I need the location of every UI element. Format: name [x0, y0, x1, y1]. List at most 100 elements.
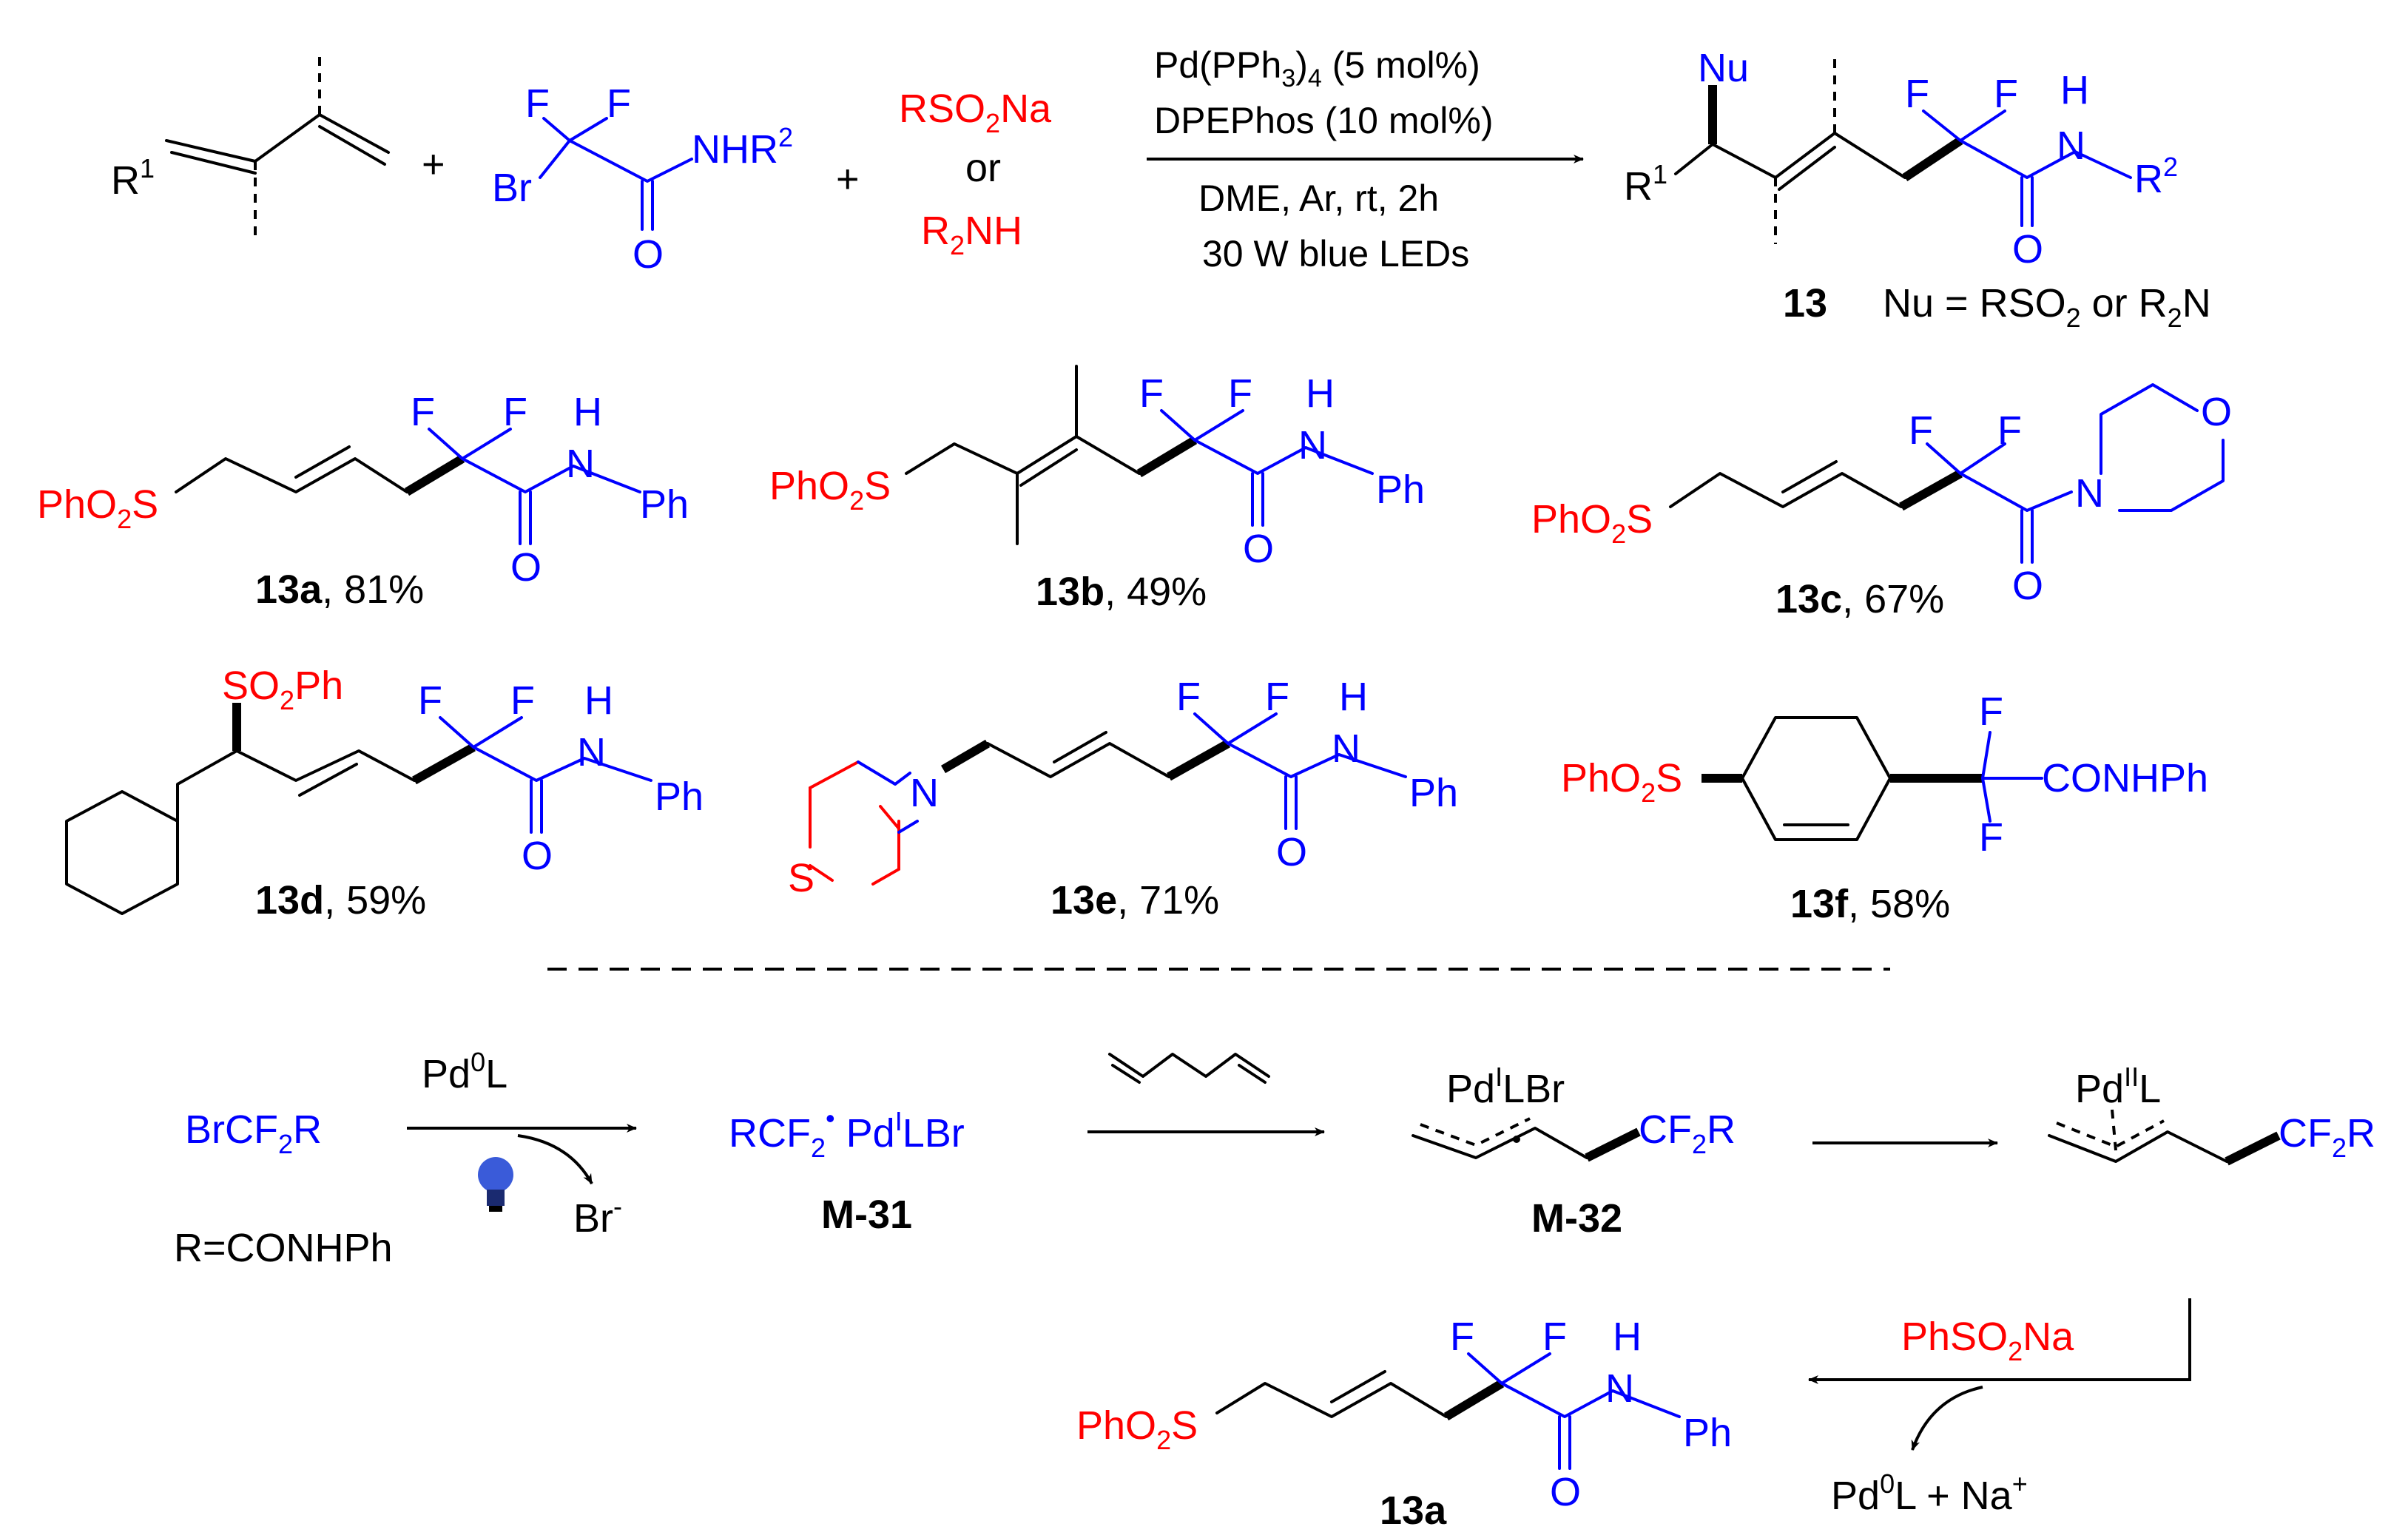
pd2-allyl-structure: PdIIL CF2R	[2048, 1062, 2375, 1166]
final-product-13a: PhO2S F F H N Ph O 13a	[1076, 1315, 1732, 1533]
compound-13d: SO2Ph F F H N Ph O 13d, 59%	[65, 664, 704, 923]
h-label: H	[1306, 371, 1335, 416]
f-label: F	[1979, 689, 2003, 734]
phso2-label: PhO2S	[1561, 756, 1682, 808]
o-label: O	[633, 232, 664, 277]
or-label: or	[965, 146, 1001, 190]
h-label: H	[573, 390, 602, 434]
pd0l-label: Pd0L	[422, 1047, 507, 1096]
f-label: F	[1265, 675, 1289, 719]
phso2-label: PhO2S	[1076, 1403, 1198, 1455]
curved-arrow	[517, 1134, 593, 1184]
n-label: N	[1605, 1366, 1634, 1411]
f-label: F	[525, 81, 550, 126]
f-label: F	[1997, 408, 2022, 453]
f-label: F	[503, 390, 527, 434]
bromodifluoroacetamide-structure: F F Br O NHR2	[492, 81, 793, 277]
o-label: O	[1243, 527, 1274, 571]
compound-13d-label: 13d, 59%	[255, 878, 426, 923]
r2-label: R2	[2134, 152, 2178, 201]
final-product-label: 13a	[1380, 1488, 1447, 1533]
phso2-label: PhO2S	[37, 482, 158, 534]
product-13-label: 13	[1783, 281, 1827, 326]
pd2-label: PdIIL	[2075, 1062, 2161, 1111]
nhr2-label: NHR2	[692, 122, 793, 172]
curved-arrow	[1911, 1386, 1983, 1451]
m32-structure: PdILBr CF2R M-32	[1412, 1062, 1736, 1241]
condition-solvent: DME, Ar, rt, 2h	[1198, 178, 1439, 219]
pd1-label: PdILBr	[1446, 1062, 1565, 1111]
n-label: N	[2057, 124, 2085, 168]
h-label: H	[584, 678, 613, 723]
n-label: N	[910, 771, 939, 815]
cf2r-label: CF2R	[2279, 1111, 2375, 1163]
h-label: H	[1613, 1315, 1642, 1359]
ph-label: Ph	[640, 482, 689, 527]
h-label: H	[1339, 675, 1368, 719]
conhph-label: CONHPh	[2042, 756, 2208, 800]
rso2na-label: RSO2Na	[899, 87, 1052, 138]
m31-structure: RCF2• PdILBr	[729, 1103, 965, 1163]
o-label: O	[2012, 564, 2043, 608]
r1-label: R1	[1624, 159, 1667, 209]
so2ph-label: SO2Ph	[222, 664, 343, 715]
compound-13b: PhO2S F F H N Ph O 13b, 49%	[769, 365, 1425, 614]
compound-13f-label: 13f, 58%	[1790, 882, 1950, 926]
nu-label: Nu	[1698, 46, 1749, 90]
f-label: F	[418, 678, 442, 723]
r-definition: R=CONHPh	[174, 1226, 393, 1270]
m31-label: M-31	[821, 1193, 912, 1237]
nu-definition: Nu = RSO2 or R2N	[1883, 281, 2211, 333]
brcf2r-label: BrCF2R	[185, 1107, 322, 1159]
n-label: N	[1298, 423, 1327, 468]
compound-13a: PhO2S F F H N Ph O 13a, 81%	[37, 390, 689, 612]
n-label: N	[577, 730, 606, 775]
m32-label: M-32	[1531, 1196, 1622, 1241]
ph-label: Ph	[1409, 771, 1458, 815]
compound-13e-label: 13e, 71%	[1050, 878, 1219, 923]
s-label: S	[788, 856, 815, 900]
f-label: F	[607, 81, 631, 126]
phso2-label: PhO2S	[769, 464, 891, 516]
f-label: F	[1542, 1315, 1567, 1359]
general-scheme: R1 + F F Br O NHR2 + RSO2Na or R2NH	[111, 44, 2211, 333]
f-label: F	[1176, 675, 1201, 719]
f-label: F	[1905, 72, 1929, 116]
ph-label: Ph	[1683, 1411, 1732, 1455]
compound-13a-label: 13a, 81%	[255, 567, 424, 612]
n-label: N	[1332, 726, 1360, 771]
br-label: Br	[492, 166, 532, 210]
o-label: O	[522, 834, 553, 878]
compound-13b-label: 13b, 49%	[1036, 570, 1207, 614]
plus-sign: +	[422, 142, 445, 186]
f-label: F	[1139, 371, 1164, 416]
r1-label: R1	[111, 153, 155, 203]
light-bulb-icon	[478, 1157, 513, 1212]
f-label: F	[1979, 815, 2003, 860]
o-label: O	[1550, 1470, 1581, 1514]
condition-ligand: DPEPhos (10 mol%)	[1154, 100, 1494, 141]
ph-label: Ph	[655, 775, 704, 819]
phso2na-label: PhSO2Na	[1901, 1315, 2074, 1366]
compound-13c: PhO2S F F N O O 13c, 67%	[1531, 383, 2232, 621]
n-label: N	[2075, 471, 2104, 516]
butadiene-structure	[1108, 1053, 1270, 1084]
cf2r-label: CF2R	[1639, 1107, 1736, 1159]
n-label: N	[566, 442, 595, 486]
o-label: O	[510, 545, 542, 590]
regeneration-label: Pd0L + Na+	[1831, 1468, 2028, 1518]
f-label: F	[1450, 1315, 1474, 1359]
condition-catalyst: Pd(PPh3)4 (5 mol%)	[1154, 44, 1480, 92]
mechanism: BrCF2R R=CONHPh Pd0L Br- RCF2• PdILBr M-…	[174, 1047, 2375, 1533]
ph-label: Ph	[1376, 468, 1425, 512]
f-label: F	[411, 390, 435, 434]
f-label: F	[1909, 408, 1933, 453]
o-label: O	[2201, 390, 2232, 434]
compound-13c-label: 13c, 67%	[1775, 577, 1944, 621]
step-arrow	[1808, 1298, 2191, 1384]
diene-structure: R1	[111, 55, 390, 235]
r2nh-label: R2NH	[921, 209, 1022, 260]
compound-13e: N S F F H N Ph O 13e, 71%	[788, 675, 1458, 923]
condition-light: 30 W blue LEDs	[1202, 233, 1469, 274]
